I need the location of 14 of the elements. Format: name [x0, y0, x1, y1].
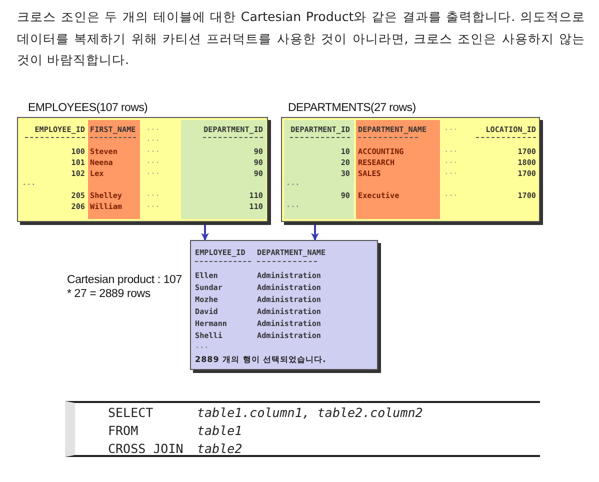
code-argument: table1.column1, table2.column2	[197, 405, 423, 421]
table-box	[190, 240, 378, 370]
intro-paragraph: 크로스 조인은 두 개의 테이블에 대한 Cartesian Product와 같은 결과를 출력합니다. 의도적으로 데이터를 복제하기 위해 카티션 프러덕트를 사용한 것이 아니라면, 크로스 조인은 사용하지 않는 것이 바람직합니다.	[17, 8, 585, 69]
sql-keyword: FROM	[108, 423, 138, 439]
arrow	[311, 222, 319, 241]
sql-keyword: CROSS JOIN	[108, 441, 184, 457]
table-title: EMPLOYEES(107 rows)	[28, 102, 148, 114]
status-message: 2889 개의 행이 선택되었습니다.	[195, 354, 328, 365]
arrow	[201, 222, 209, 241]
sql-keyword: SELECT	[108, 405, 154, 421]
code-argument: table1	[197, 423, 242, 439]
product-note: Cartesian product : 107 * 27 = 2889 rows	[67, 274, 183, 301]
code-argument: table2	[197, 441, 242, 457]
table-title: DEPARTMENTS(27 rows)	[288, 102, 416, 114]
